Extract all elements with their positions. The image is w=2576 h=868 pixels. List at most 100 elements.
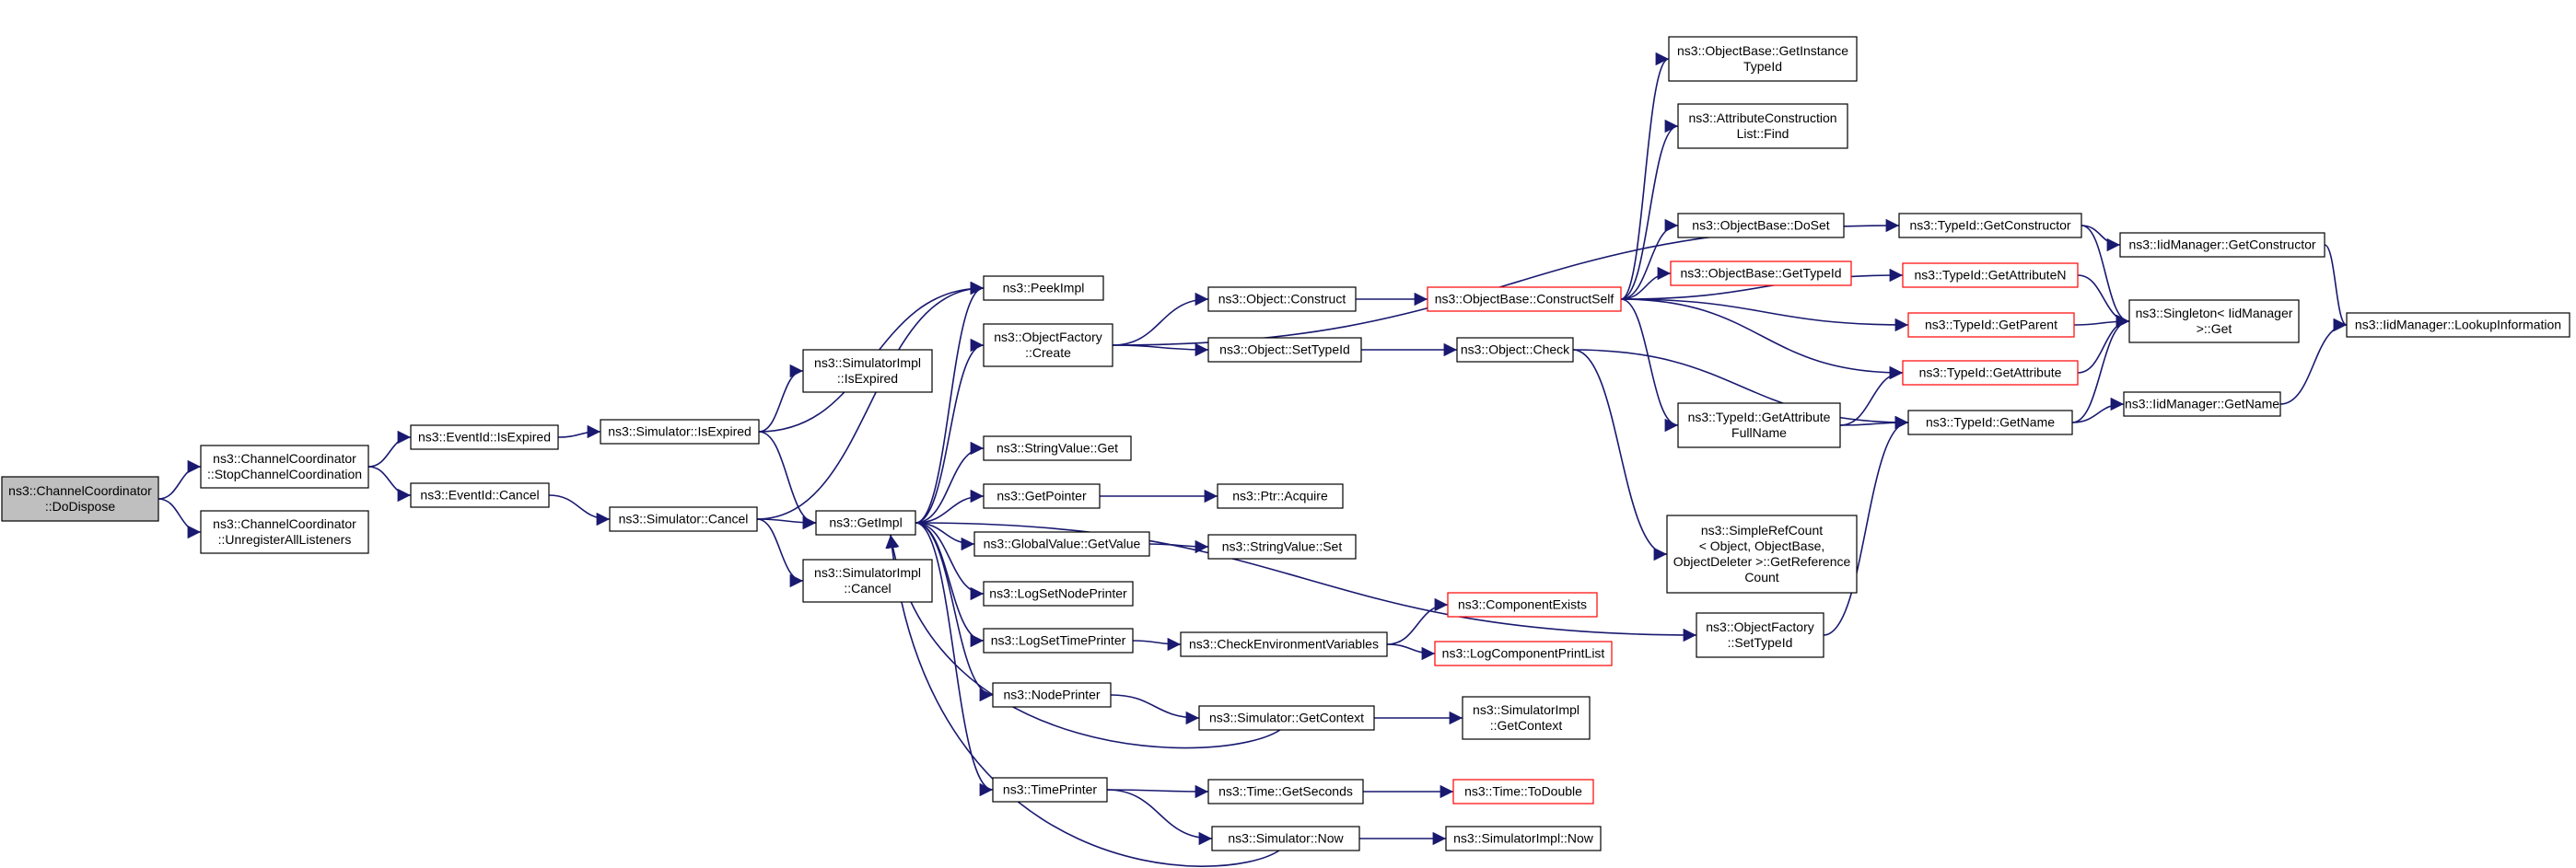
node-label: ns3::TypeId::GetAttribute [1919, 365, 2062, 380]
node-getptr[interactable]: ns3::GetPointer [983, 483, 1101, 509]
node-ofsettid[interactable]: ns3::ObjectFactory::SetTypeId [1696, 612, 1824, 658]
node-ptracq[interactable]: ns3::Ptr::Acquire [1217, 483, 1344, 509]
node-tidgetattr[interactable]: ns3::TypeId::GetAttribute [1902, 360, 2079, 386]
node-objsettid[interactable]: ns3::Object::SetTypeId [1207, 337, 1362, 363]
node-stopcc[interactable]: ns3::ChannelCoordinator::StopChannelCoor… [200, 445, 369, 489]
edge-objcheck-to-tidgetname [1572, 349, 1909, 430]
node-label: ns3::Simulator::Now [1228, 831, 1344, 846]
node-simimplisexp[interactable]: ns3::SimulatorImpl::IsExpired [802, 349, 933, 393]
node-label: ns3::SimulatorImpl [1473, 702, 1579, 717]
node-label: ns3::ObjectFactory [994, 330, 1102, 344]
node-iidgetname[interactable]: ns3::IidManager::GetName [2123, 391, 2281, 417]
node-box [1462, 696, 1591, 740]
node-tidgetparent[interactable]: ns3::TypeId::GetParent [1907, 312, 2075, 338]
node-box [1666, 515, 1858, 594]
node-simisexp[interactable]: ns3::Simulator::IsExpired [600, 419, 760, 445]
node-singletonget[interactable]: ns3::Singleton< IidManager >::Get [2128, 299, 2300, 343]
node-objcheck[interactable]: ns3::Object::Check [1456, 337, 1574, 363]
node-label: List::Find [1737, 126, 1789, 141]
node-obdoset[interactable]: ns3::ObjectBase::DoSet [1677, 213, 1845, 238]
node-label: ns3::IidManager::LookupInformation [2355, 318, 2561, 332]
node-evisexp[interactable]: ns3::EventId::IsExpired [410, 424, 559, 450]
node-evcancel[interactable]: ns3::EventId::Cancel [410, 482, 550, 508]
node-compexists[interactable]: ns3::ComponentExists [1447, 592, 1598, 618]
node-label: ns3::EventId::Cancel [420, 488, 539, 503]
node-simcancel[interactable]: ns3::Simulator::Cancel [609, 506, 758, 532]
node-box [1456, 337, 1574, 363]
node-iidlookup[interactable]: ns3::IidManager::LookupInformation [2346, 312, 2570, 338]
edge-nodeprinter-to-simgetctx [1110, 694, 1200, 725]
node-logcomplist[interactable]: ns3::LogComponentPrintList [1434, 641, 1613, 666]
node-unreg[interactable]: ns3::ChannelCoordinator::UnregisterAllLi… [200, 510, 369, 554]
node-tidgetname[interactable]: ns3::TypeId::GetName [1907, 410, 2073, 435]
node-label: ns3::ChannelCoordinator [8, 483, 152, 498]
node-simimplnow[interactable]: ns3::SimulatorImpl::Now [1445, 826, 1602, 851]
edge-tidgetname-to-iidgetname [2071, 397, 2125, 423]
node-label: ns3::Simulator::Cancel [619, 512, 749, 527]
edge-getimpl-to-lognode [915, 522, 985, 601]
node-label: ns3::Simulator::IsExpired [608, 424, 752, 439]
node-label: ns3::Singleton< IidManager [2136, 306, 2293, 320]
node-peekimpl[interactable]: ns3::PeekImpl [983, 275, 1104, 301]
node-box [1180, 631, 1388, 657]
node-timeprinter[interactable]: ns3::TimePrinter [992, 777, 1108, 803]
node-box [1677, 213, 1845, 238]
node-obgettid[interactable]: ns3::ObjectBase::GetTypeId [1670, 260, 1852, 286]
node-label: ns3::Time::GetSeconds [1218, 784, 1353, 799]
edge-iidgetctor-to-iidlookup [2324, 244, 2348, 332]
node-label: ns3::PeekImpl [1003, 281, 1085, 295]
node-tidgetctor[interactable]: ns3::TypeId::GetConstructor [1898, 213, 2082, 238]
node-logtime[interactable]: ns3::LogSetTimePrinter [983, 628, 1134, 654]
edge-getimpl-to-ofcreate [915, 338, 985, 524]
edge-timeprinter-to-timeget [1106, 784, 1209, 799]
node-label: ns3::SimulatorImpl [814, 355, 921, 370]
edge-evisexp-to-simisexp [557, 424, 601, 439]
node-dodispose[interactable]: ns3::ChannelCoordinator::DoDispose [1, 476, 159, 522]
node-lognode[interactable]: ns3::LogSetNodePrinter [983, 581, 1134, 607]
node-checkenv[interactable]: ns3::CheckEnvironmentVariables [1180, 631, 1388, 657]
node-strget[interactable]: ns3::StringValue::Get [983, 435, 1132, 461]
node-objconstruct[interactable]: ns3::Object::Construct [1207, 286, 1357, 312]
node-box [1696, 612, 1824, 658]
node-timetodouble[interactable]: ns3::Time::ToDouble [1452, 779, 1594, 804]
node-box [992, 777, 1108, 803]
node-label: ns3::CheckEnvironmentVariables [1189, 637, 1379, 652]
node-label: ns3::LogComponentPrintList [1442, 646, 1605, 661]
node-box [983, 323, 1113, 367]
node-label: ns3::LogSetTimePrinter [991, 633, 1126, 648]
node-simgetctx[interactable]: ns3::Simulator::GetContext [1198, 705, 1375, 731]
node-obconstructself[interactable]: ns3::ObjectBase::ConstructSelf [1427, 286, 1622, 312]
node-nodeprinter[interactable]: ns3::NodePrinter [992, 682, 1112, 708]
node-box [973, 531, 1150, 557]
node-simimplgetctx[interactable]: ns3::SimulatorImpl::GetContext [1462, 696, 1591, 740]
node-box [1447, 592, 1598, 618]
node-ofcreate[interactable]: ns3::ObjectFactory::Create [983, 323, 1113, 367]
node-timeget[interactable]: ns3::Time::GetSeconds [1207, 779, 1364, 804]
node-box [1907, 312, 2075, 338]
node-iidgetctor[interactable]: ns3::IidManager::GetConstructor [2119, 232, 2325, 258]
node-strset[interactable]: ns3::StringValue::Set [1207, 534, 1357, 560]
edge-tidgetattr-to-singletonget [2077, 314, 2130, 374]
node-gvget[interactable]: ns3::GlobalValue::GetValue [973, 531, 1150, 557]
node-box [1207, 337, 1362, 363]
node-getimpl[interactable]: ns3::GetImpl [815, 510, 916, 536]
node-simimplcancel[interactable]: ns3::SimulatorImpl::Cancel [802, 559, 933, 603]
node-label: ns3::NodePrinter [1003, 688, 1100, 702]
node-label: ns3::ChannelCoordinator [213, 451, 356, 466]
nodes-layer: ns3::ChannelCoordinator::DoDisposens3::C… [1, 36, 2570, 851]
node-label: ns3::SimulatorImpl::Now [1453, 831, 1594, 846]
node-label: ::Create [1025, 345, 1071, 360]
edge-checkenv-to-logcomplist [1386, 643, 1436, 661]
edge-obconstructself-to-tidgetparent [1620, 298, 1909, 332]
node-simplerefcount[interactable]: ns3::SimpleRefCount< Object, ObjectBase,… [1666, 515, 1858, 594]
node-label: ns3::Object::Check [1461, 342, 1570, 357]
node-label: ::Cancel [844, 581, 891, 596]
node-label: ns3::Simulator::GetContext [1209, 711, 1364, 725]
node-simnow[interactable]: ns3::Simulator::Now [1211, 826, 1360, 851]
node-tidgetattrn[interactable]: ns3::TypeId::GetAttributeN [1902, 262, 2079, 288]
node-label: FullName [1731, 425, 1787, 440]
